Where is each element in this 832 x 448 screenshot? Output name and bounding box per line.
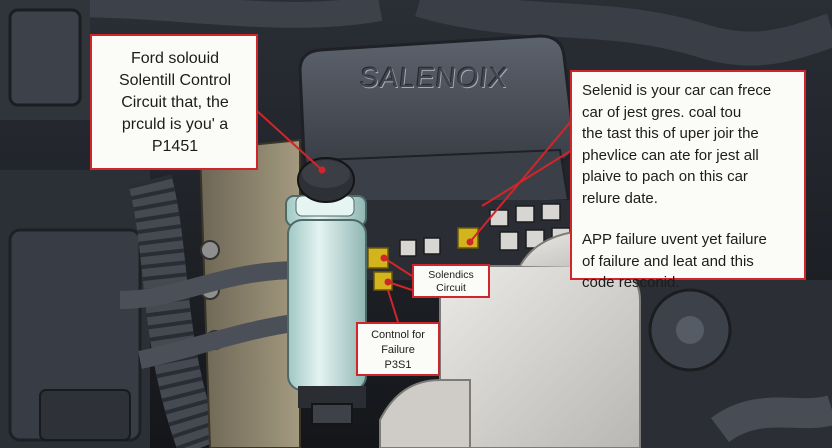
callout-spacer	[582, 209, 796, 229]
callout-line: Selenid is your car can frece	[582, 82, 772, 99]
callout-line: Solendics	[428, 269, 474, 281]
callout-line: the tast this of uper joir the	[582, 125, 759, 142]
engraved-cover-label: SALENOIX	[358, 62, 510, 93]
callout-line: relure date.	[582, 189, 658, 207]
callout-line: APP failure uvent yet failure	[582, 231, 767, 248]
callout-top-left: Ford solouid Solentill Control Circuit t…	[90, 34, 258, 170]
callout-line: plaive to pach on this car	[582, 168, 748, 185]
callout-line: Failure	[381, 344, 415, 356]
callout-line: Contnol for	[371, 329, 425, 341]
callout-line: of failure and leat and this	[582, 252, 754, 270]
callout-line: Circuit	[436, 282, 466, 294]
callout-line: P3S1	[384, 359, 412, 371]
callout-bottom-small: Contnol for Failure P3S1	[356, 322, 440, 376]
callout-line: Solentill Control	[118, 72, 232, 89]
callout-line: Circuit that, the	[121, 94, 229, 111]
callout-line: car of jest gres. coal tou	[582, 103, 742, 121]
callout-line: code resconid.	[582, 274, 680, 291]
callout-line: Ford solouid	[130, 50, 220, 67]
callout-line: phevlice can ate for jest all	[582, 146, 759, 164]
callout-line: P1451	[151, 138, 199, 155]
callout-center-small: Solendics Circuit	[412, 264, 490, 298]
callout-right: Selenid is your car can frece car of jes…	[570, 70, 806, 291]
callout-line: prculd is you' a	[121, 116, 229, 133]
